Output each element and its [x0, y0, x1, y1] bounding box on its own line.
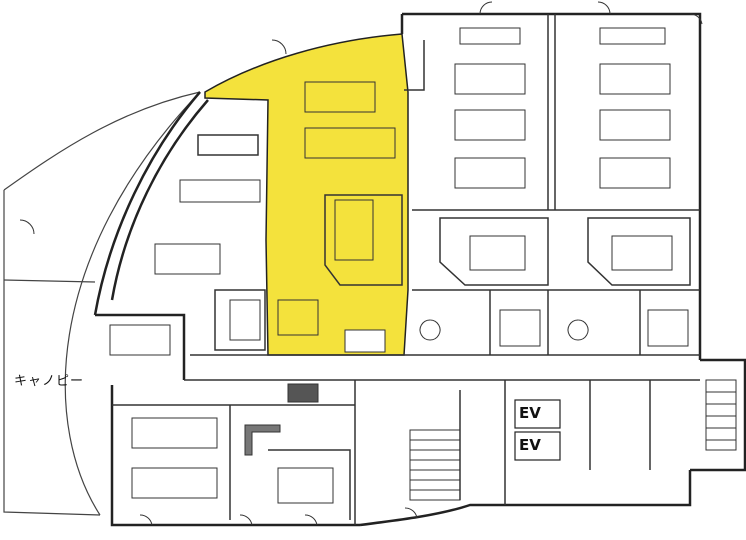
canopy-label: キャノピー — [14, 374, 85, 389]
furniture — [109, 27, 689, 504]
doors — [19, 1, 703, 526]
desk-block-left — [109, 179, 334, 504]
elevator-shafts — [514, 399, 561, 461]
building-walls — [93, 12, 746, 527]
elevator-label-1: EV — [519, 404, 541, 422]
desk-block-highlight — [277, 81, 396, 353]
canopy-outline — [3, 91, 201, 516]
interior-walls — [112, 14, 700, 525]
desk-block — [454, 27, 689, 347]
elevator-label-2: EV — [519, 436, 541, 454]
stairs — [287, 379, 737, 501]
